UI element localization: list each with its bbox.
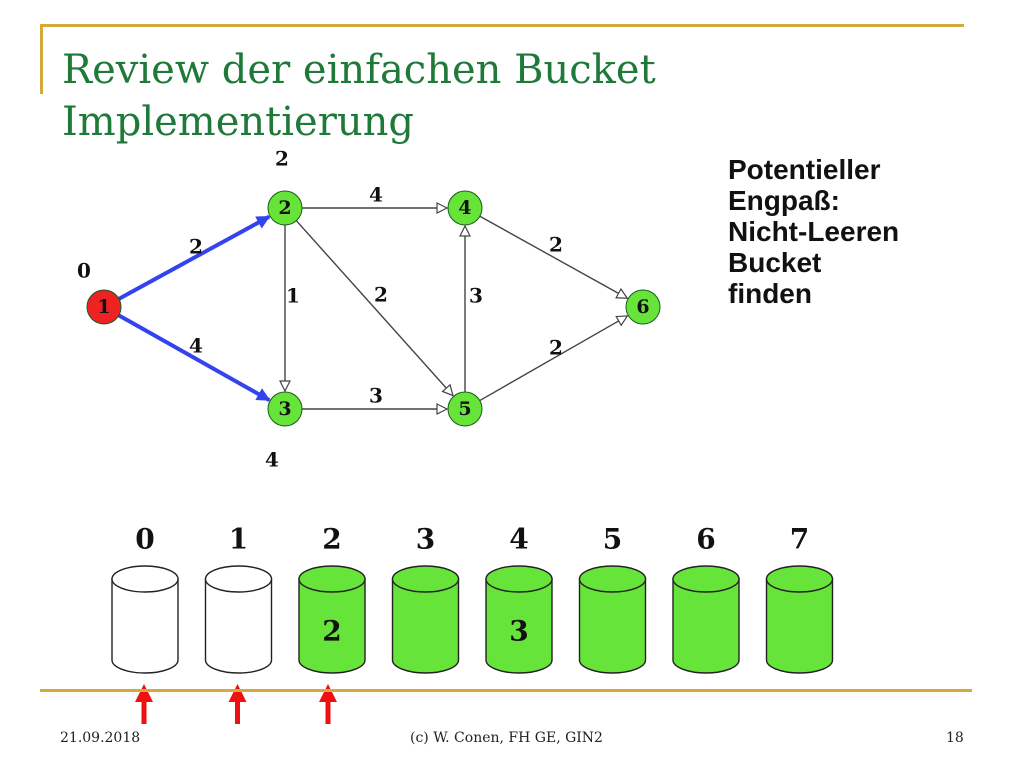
bucket-index-label: 0 xyxy=(135,523,154,556)
graph-node-3 xyxy=(267,391,303,427)
graph-node-label: 6 xyxy=(636,296,649,318)
edge-weight-label: 4 xyxy=(369,183,383,207)
node-distance-label: 4 xyxy=(265,448,279,472)
bucket-index-label: 7 xyxy=(790,523,809,556)
bucket-6: 6 xyxy=(672,523,740,674)
graph-edge-4-6 xyxy=(479,215,627,298)
bucket-top xyxy=(672,565,740,593)
bucket-4: 43 xyxy=(485,523,553,674)
bucket-body xyxy=(204,578,273,674)
edge-weight-label: 3 xyxy=(369,384,383,408)
edge-weight-label: 2 xyxy=(549,233,563,257)
bucket-body xyxy=(298,578,366,674)
bucket-top xyxy=(111,565,179,593)
bucket-body xyxy=(672,578,740,674)
graph-node-2 xyxy=(267,190,303,226)
bucket-body xyxy=(765,578,834,674)
bucket-index-label: 4 xyxy=(509,523,528,556)
bucket-pointer-arrow-head xyxy=(135,684,153,702)
bucket-content-label: 3 xyxy=(509,615,528,648)
bucket-index-label: 2 xyxy=(322,523,341,556)
bucket-body xyxy=(485,578,553,674)
graph-edge-5-6 xyxy=(479,316,628,402)
graph-node-6 xyxy=(625,289,661,325)
bucket-2: 22 xyxy=(298,523,366,724)
frame-bottom-line xyxy=(40,689,972,692)
edge-weight-label: 1 xyxy=(286,284,300,308)
graph-edge-2-5 xyxy=(295,220,453,396)
bucket-top xyxy=(765,565,834,593)
bucket-body xyxy=(578,578,647,674)
bucket-1: 1 xyxy=(204,523,273,724)
graph-node-label: 3 xyxy=(278,398,291,420)
graph-node-label: 2 xyxy=(278,197,291,219)
bucket-0: 0 xyxy=(111,523,179,724)
bucket-3: 3 xyxy=(391,523,460,674)
bucket-top xyxy=(578,565,647,593)
graph-node-label: 5 xyxy=(458,398,471,420)
graph-edges: 2 4 4 1 2 3 3 2 2 xyxy=(117,183,628,410)
bucket-5: 5 xyxy=(578,523,647,674)
frame-left-line xyxy=(40,24,43,94)
note-line: Engpaß: xyxy=(728,185,840,216)
graph-edge-1-3 xyxy=(117,313,270,402)
bucket-index-label: 3 xyxy=(416,523,435,556)
edge-weight-label: 4 xyxy=(189,334,203,358)
footer-copyright: (c) W. Conen, FH GE, GIN2 xyxy=(410,730,603,746)
bucket-body xyxy=(111,578,179,674)
note-line: Bucket xyxy=(728,247,822,278)
slide-title: Review der einfachen Bucket Implementier… xyxy=(62,47,656,145)
note-line: Nicht-Leeren xyxy=(728,216,900,247)
edge-weight-label: 2 xyxy=(549,336,563,360)
bucket-top xyxy=(391,565,460,593)
bucket-index-label: 1 xyxy=(229,523,248,556)
bucket-pointer-arrow-head xyxy=(319,684,337,702)
bucket-top xyxy=(204,565,273,593)
footer-page-number: 18 xyxy=(946,730,964,746)
edge-weight-label: 3 xyxy=(469,284,483,308)
footer-date: 21.09.2018 xyxy=(60,730,141,746)
graph-node-4 xyxy=(447,190,483,226)
bucket-top xyxy=(298,565,366,593)
node-distance-label: 0 xyxy=(77,259,91,283)
graph-node-5 xyxy=(447,391,483,427)
frame-top-line xyxy=(40,24,964,27)
note-line: finden xyxy=(728,278,812,309)
bucket-index-label: 6 xyxy=(696,523,715,556)
graph-node-1 xyxy=(86,289,122,325)
bucket-content-label: 2 xyxy=(322,615,341,648)
edge-weight-label: 2 xyxy=(189,235,203,259)
edge-weight-label: 2 xyxy=(374,283,388,307)
bucket-index-label: 5 xyxy=(603,523,622,556)
graph-node-label: 1 xyxy=(97,296,110,318)
bucket-pointer-arrow-head xyxy=(228,684,247,702)
node-distance-label: 2 xyxy=(275,147,289,171)
graph-node-label: 4 xyxy=(458,197,471,219)
bucket-body xyxy=(391,578,460,674)
bottleneck-note: Potentieller Engpaß: Nicht-Leeren Bucket… xyxy=(728,154,968,309)
graph-edge-1-2 xyxy=(117,214,269,301)
bucket-top xyxy=(485,565,553,593)
bucket-7: 7 xyxy=(765,523,834,674)
note-line: Potentieller xyxy=(728,154,881,185)
